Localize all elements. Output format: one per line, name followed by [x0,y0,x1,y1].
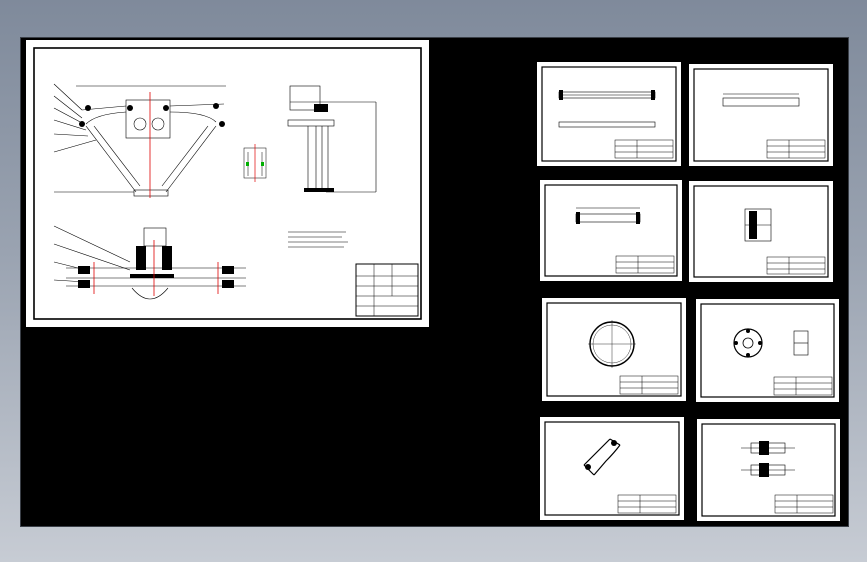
part-drawing-hub [700,303,835,398]
part-drawing-elbow [544,421,680,516]
part-sheet-6[interactable] [696,299,839,402]
part-sheet-3[interactable] [540,180,682,281]
part-drawing-shaft [541,66,677,162]
part-drawing-bracket [701,423,836,517]
part-drawing-ring [546,302,682,397]
part-sheet-8[interactable] [697,419,840,521]
main-assembly-drawing [33,47,422,320]
part-drawing-block [693,185,829,278]
main-assembly-sheet[interactable] [26,40,429,327]
part-drawing-bar [693,68,829,162]
part-drawing-pin [544,184,678,277]
part-sheet-4[interactable] [689,181,833,282]
cad-model-space[interactable] [20,37,849,527]
part-sheet-2[interactable] [689,64,833,166]
part-sheet-5[interactable] [542,298,686,401]
part-sheet-7[interactable] [540,417,684,520]
part-sheet-1[interactable] [537,62,681,166]
